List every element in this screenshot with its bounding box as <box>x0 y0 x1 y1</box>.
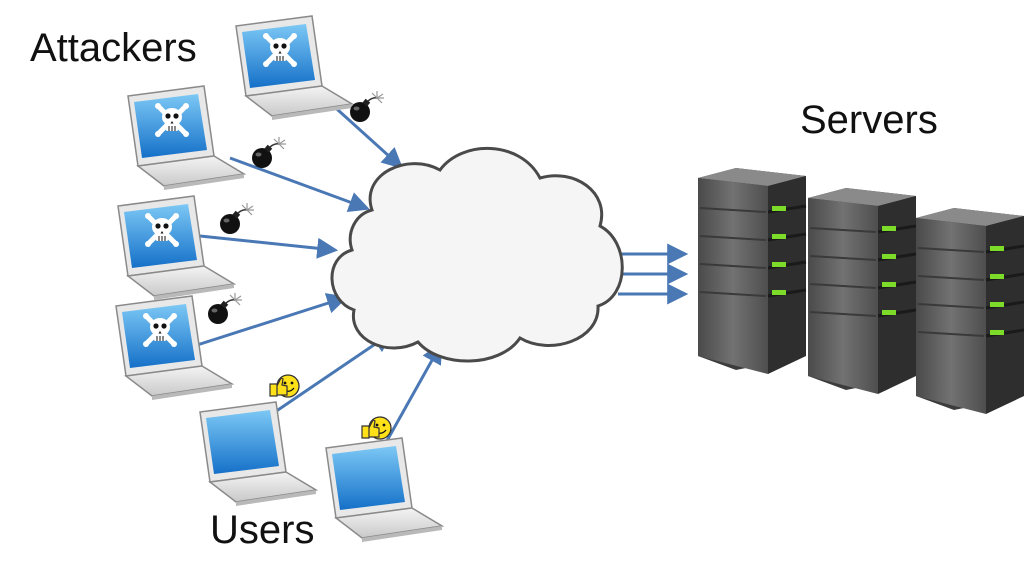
thumbs-up-smiley-icon <box>361 416 392 440</box>
cloud-to-servers-arrows <box>618 243 689 305</box>
arrow-user-1 <box>271 331 394 416</box>
cloud-icon <box>330 147 624 363</box>
server-tower-icon <box>914 206 1024 416</box>
bomb-icon <box>349 90 385 123</box>
bomb-icon <box>219 202 255 235</box>
servers-label: Servers <box>800 98 938 142</box>
bomb-icon <box>207 292 243 325</box>
server-tower-icon <box>696 166 808 376</box>
arrow-attacker-2 <box>229 156 370 213</box>
bomb-icon <box>251 136 287 169</box>
attacker-laptop-2 <box>127 85 245 191</box>
attacker-laptop-1 <box>235 15 353 121</box>
server-tower-icon <box>806 186 918 396</box>
user-laptop-2 <box>325 437 443 543</box>
server-tower-3 <box>914 206 1024 416</box>
server-tower-1 <box>696 166 808 376</box>
attacker-laptop-3 <box>117 195 235 301</box>
attackers-label: Attackers <box>30 26 197 70</box>
arrow-attacker-4 <box>193 293 349 348</box>
server-tower-2 <box>806 186 918 396</box>
arrow-user-2 <box>382 342 443 447</box>
user-laptop-1 <box>199 401 317 507</box>
arrow-attacker-3 <box>199 234 339 259</box>
thumbs-up-smiley-icon <box>269 374 300 398</box>
attack-arrows <box>193 90 443 447</box>
users-label: Users <box>210 508 315 552</box>
